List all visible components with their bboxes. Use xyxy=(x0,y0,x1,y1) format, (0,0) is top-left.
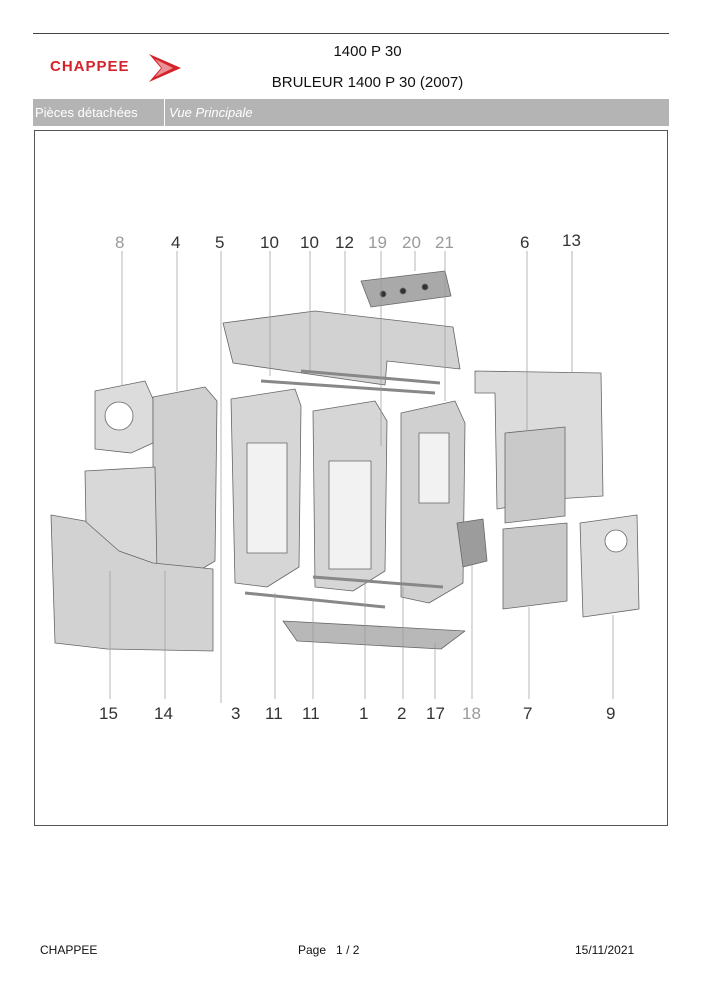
model-subtitle: BRULEUR 1400 P 30 (2007) xyxy=(271,74,464,91)
tab-bar: Pièces détachées Vue Principale xyxy=(33,99,669,126)
logo-text: CHAPPEE xyxy=(50,58,130,75)
part-18-component xyxy=(456,518,488,568)
part-4-front-section xyxy=(152,386,218,580)
logo-swoosh-icon xyxy=(149,54,181,82)
callout-10-b: 10 xyxy=(300,233,319,252)
callout-11-b: 11 xyxy=(302,704,320,723)
footer-brand: CHAPPEE xyxy=(40,943,98,957)
part-17-tray xyxy=(282,620,466,650)
page-indicator: Page 1 / 2 xyxy=(298,943,359,957)
callout-18: 18 xyxy=(462,704,481,723)
callout-10-a: 10 xyxy=(260,233,279,252)
exploded-view-frame: 8 4 5 10 10 12 19 20 21 6 13 15 14 3 11 … xyxy=(34,130,668,826)
callout-20: 20 xyxy=(402,233,421,252)
callout-12: 12 xyxy=(335,233,354,252)
model-title: 1400 P 30 xyxy=(333,43,402,60)
callout-6: 6 xyxy=(520,233,529,252)
page-label: Page xyxy=(298,943,327,957)
page-total: 2 xyxy=(352,943,360,957)
callout-4: 4 xyxy=(171,233,180,252)
callout-13: 13 xyxy=(562,231,581,250)
callout-14: 14 xyxy=(154,704,173,723)
callout-21: 21 xyxy=(435,233,454,252)
part-20-control-box xyxy=(360,270,452,308)
part-7-lower-door xyxy=(502,522,568,610)
callout-19: 19 xyxy=(368,233,387,252)
part-12-top-cover xyxy=(222,310,461,386)
page-current: 1 xyxy=(336,943,343,957)
footer-date: 15/11/2021 xyxy=(575,943,635,957)
part-14-side-casing xyxy=(50,514,214,652)
tab-main-view[interactable]: Vue Principale xyxy=(169,105,253,120)
callout-9: 9 xyxy=(606,704,615,723)
callout-5: 5 xyxy=(215,233,224,252)
callout-7: 7 xyxy=(523,704,532,723)
callout-3: 3 xyxy=(231,704,240,723)
tab-spare-parts[interactable]: Pièces détachées xyxy=(33,99,165,126)
page-separator: / xyxy=(346,943,350,957)
callout-11-a: 11 xyxy=(265,704,283,723)
callout-15: 15 xyxy=(99,704,118,723)
top-rule xyxy=(33,33,669,34)
exploded-view-diagram: 8 4 5 10 10 12 19 20 21 6 13 15 14 3 11 … xyxy=(50,231,640,723)
callout-8: 8 xyxy=(115,233,124,252)
part-6-upper-door xyxy=(504,426,566,524)
callout-2: 2 xyxy=(397,704,406,723)
part-9-side-plate xyxy=(579,514,640,618)
callout-17: 17 xyxy=(426,704,445,723)
chappee-logo: CHAPPEE xyxy=(50,52,185,84)
callout-1: 1 xyxy=(359,704,368,723)
